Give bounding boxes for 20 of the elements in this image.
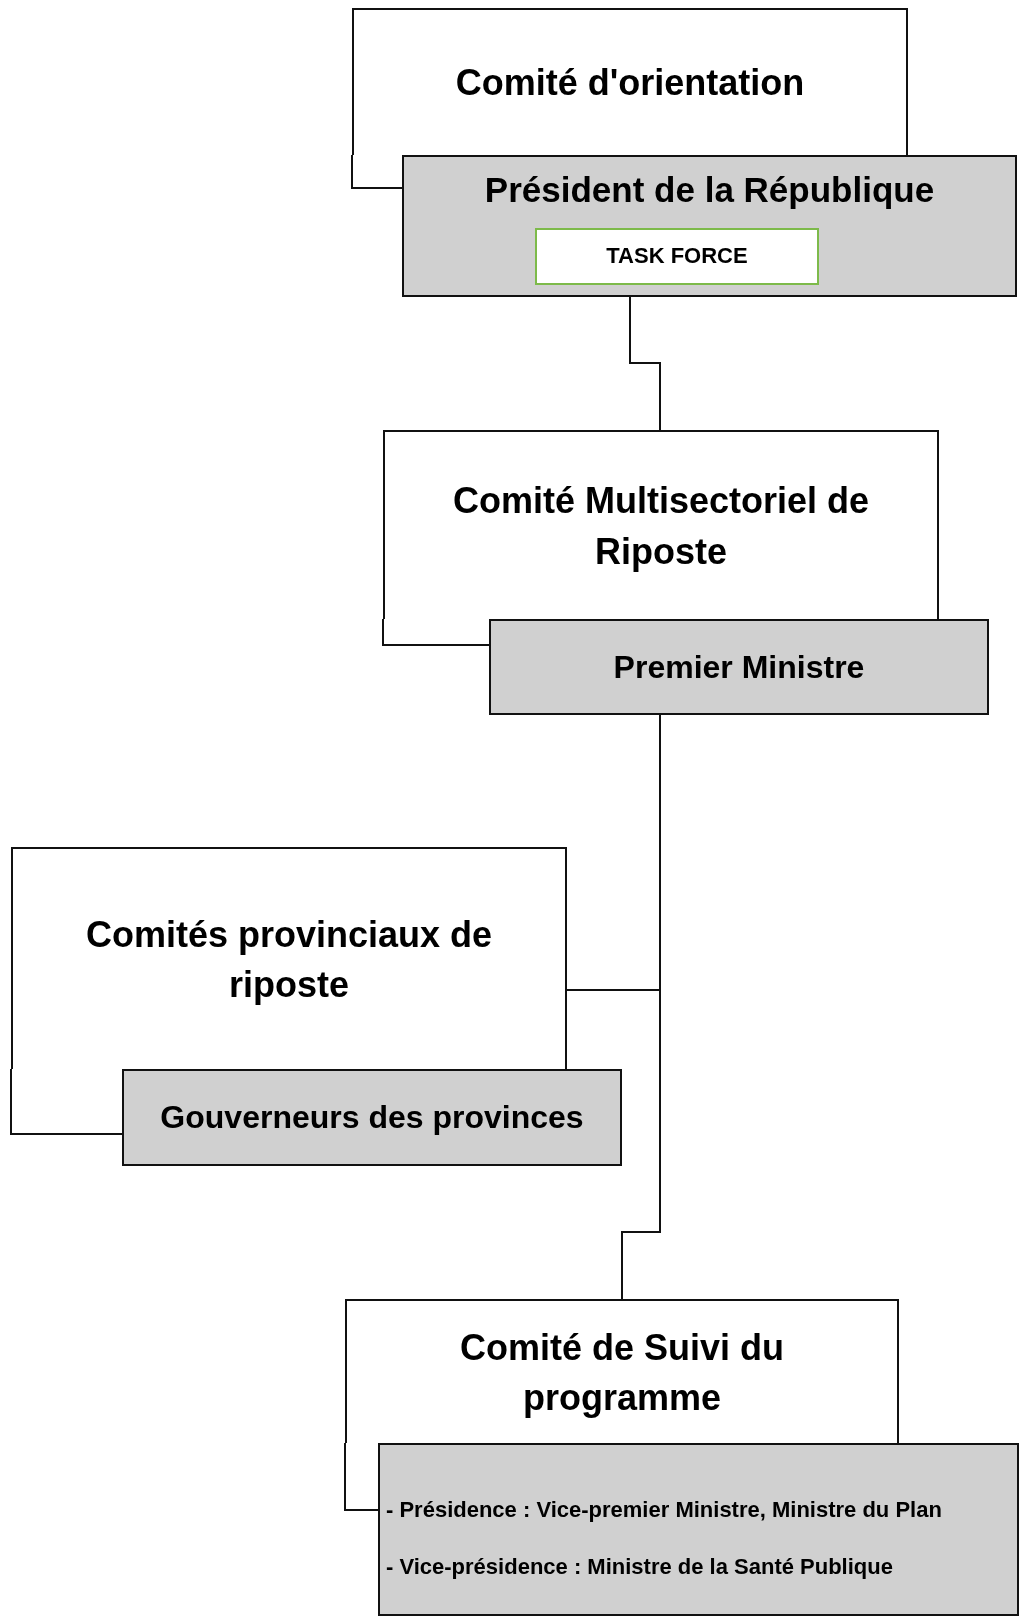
committee-box bbox=[345, 1299, 899, 1443]
box-title: Premier Ministre bbox=[612, 647, 866, 687]
box-title: TASK FORCE bbox=[605, 242, 749, 271]
member-line: - Présidence : Vice-premier Ministre, Ministre du Plan bbox=[386, 1497, 942, 1523]
chair-box bbox=[489, 619, 989, 715]
committee-box bbox=[11, 847, 567, 1069]
member-line: - Vice-présidence : Ministre de la Santé Publique bbox=[386, 1554, 893, 1580]
committee-box bbox=[383, 430, 939, 619]
members-box bbox=[378, 1443, 1019, 1616]
connector-line bbox=[629, 296, 661, 431]
box-title: Gouverneurs des provinces bbox=[159, 1098, 585, 1138]
box-title: Comité d'orientation bbox=[454, 60, 806, 105]
box-title: Président de la République bbox=[483, 168, 936, 211]
chair-box bbox=[122, 1069, 622, 1166]
committee-box bbox=[352, 8, 908, 155]
box-title: Comité Multisectoriel de Riposte bbox=[451, 479, 871, 574]
box-title: Comités provinciaux de riposte bbox=[84, 912, 494, 1007]
task-force-box bbox=[535, 228, 819, 285]
chair-box bbox=[402, 155, 1017, 297]
box-title: Comité de Suivi du programme bbox=[458, 1325, 785, 1420]
